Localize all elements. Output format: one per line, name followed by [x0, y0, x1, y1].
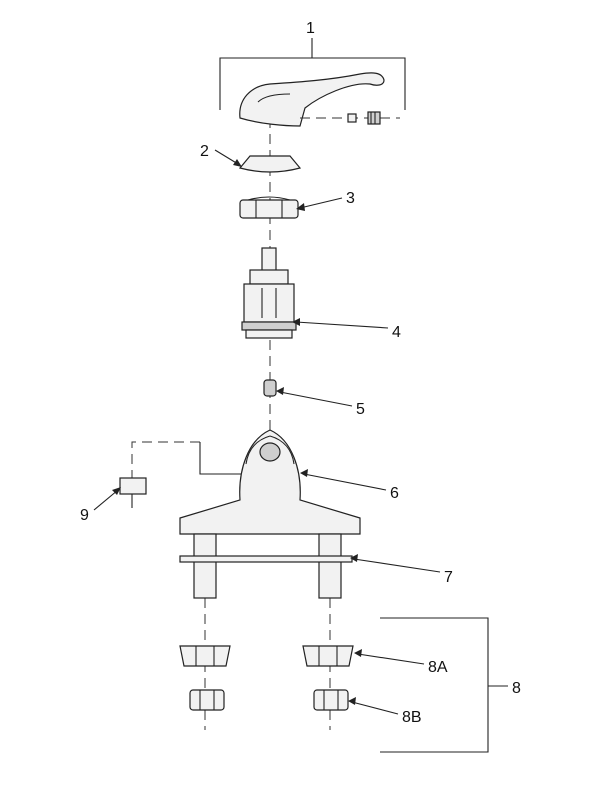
part-7-gasket [179, 533, 441, 599]
callout-2: 2 [200, 143, 209, 160]
callout-4: 4 [392, 324, 401, 341]
part-4-cartridge [241, 247, 389, 339]
part-3-nut [239, 196, 343, 219]
callout-8: 8 [512, 680, 521, 697]
part-1-handle [219, 38, 406, 127]
part-8b-nuts [189, 689, 399, 715]
part-9-link [131, 441, 245, 478]
part-2-cap [214, 149, 302, 173]
callout-9: 9 [80, 507, 89, 524]
part-8a-nuts [179, 645, 425, 667]
callout-6: 6 [390, 485, 399, 502]
callout-7: 7 [444, 569, 453, 586]
callout-3: 3 [346, 190, 355, 207]
part-8-bracket [380, 617, 508, 753]
callout-5: 5 [356, 401, 365, 418]
callout-8b: 8B [402, 709, 422, 726]
part-5-insert [263, 379, 353, 407]
callout-8a: 8A [428, 659, 448, 676]
part-9-cap [93, 477, 147, 511]
callout-1: 1 [306, 20, 315, 37]
part-6-body [179, 429, 387, 535]
